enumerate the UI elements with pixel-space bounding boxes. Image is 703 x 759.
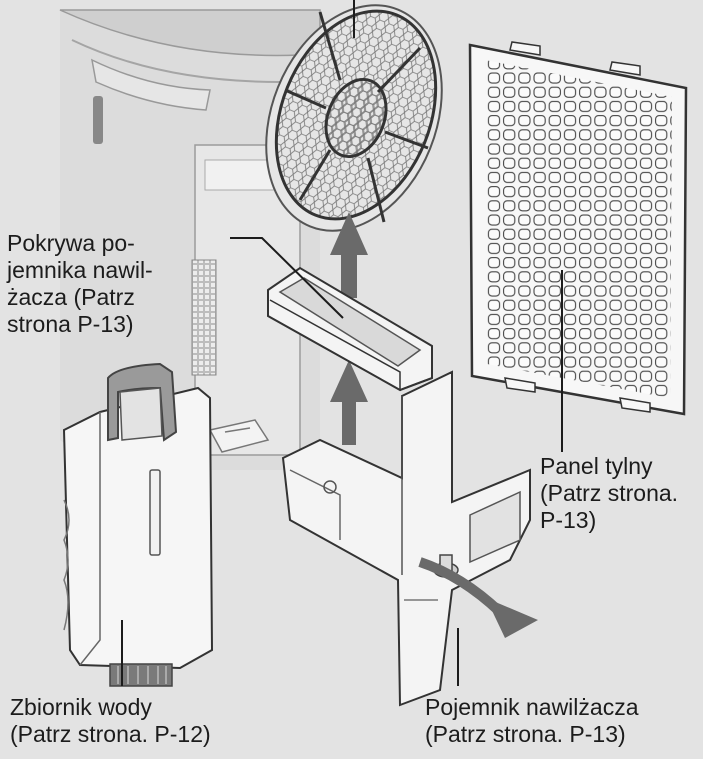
back-panel-label-line-2: (Patrz strona. (540, 480, 679, 506)
water-tank-label-line-2: (Patrz strona. P-12) (10, 721, 211, 747)
side-slot-icon (93, 96, 103, 144)
back-panel-label: Panel tylny (Patrz strona. P-13) (540, 453, 678, 534)
purifier-body (59, 9, 321, 470)
up-arrow-top-icon (330, 212, 368, 298)
cover-label: Pokrywa po- jemnika nawil- żacza (Patrz … (7, 230, 153, 338)
back-panel (468, 41, 688, 452)
humidifier-container-label: Pojemnik nawilżacza (Patrz strona. P-13) (425, 694, 638, 748)
water-tank-label: Zbiornik wody (Patrz strona. P-12) (10, 694, 211, 748)
cover-label-line-2: jemnika nawil- (7, 257, 153, 283)
cover-label-line-3: żacza (Patrz (7, 284, 135, 310)
cover-label-line-4: strona P-13) (7, 311, 134, 337)
water-tank-label-line-1: Zbiornik wody (10, 694, 152, 720)
humidifier-container-label-line-2: (Patrz strona. P-13) (425, 721, 626, 747)
rotate-arrow-icon (418, 557, 538, 638)
humidifier-cover (267, 266, 433, 392)
back-panel-label-line-1: Panel tylny (540, 453, 653, 479)
water-tank (62, 362, 214, 687)
back-panel-label-line-3: P-13) (540, 507, 597, 533)
cover-leader-line (230, 237, 344, 319)
up-arrow-middle-icon (330, 360, 368, 445)
humidifier-container-label-line-1: Pojemnik nawilżacza (425, 694, 639, 720)
cover-label-line-1: Pokrywa po- (7, 230, 135, 256)
round-filter (265, 0, 443, 232)
humidifier-container (281, 370, 531, 707)
